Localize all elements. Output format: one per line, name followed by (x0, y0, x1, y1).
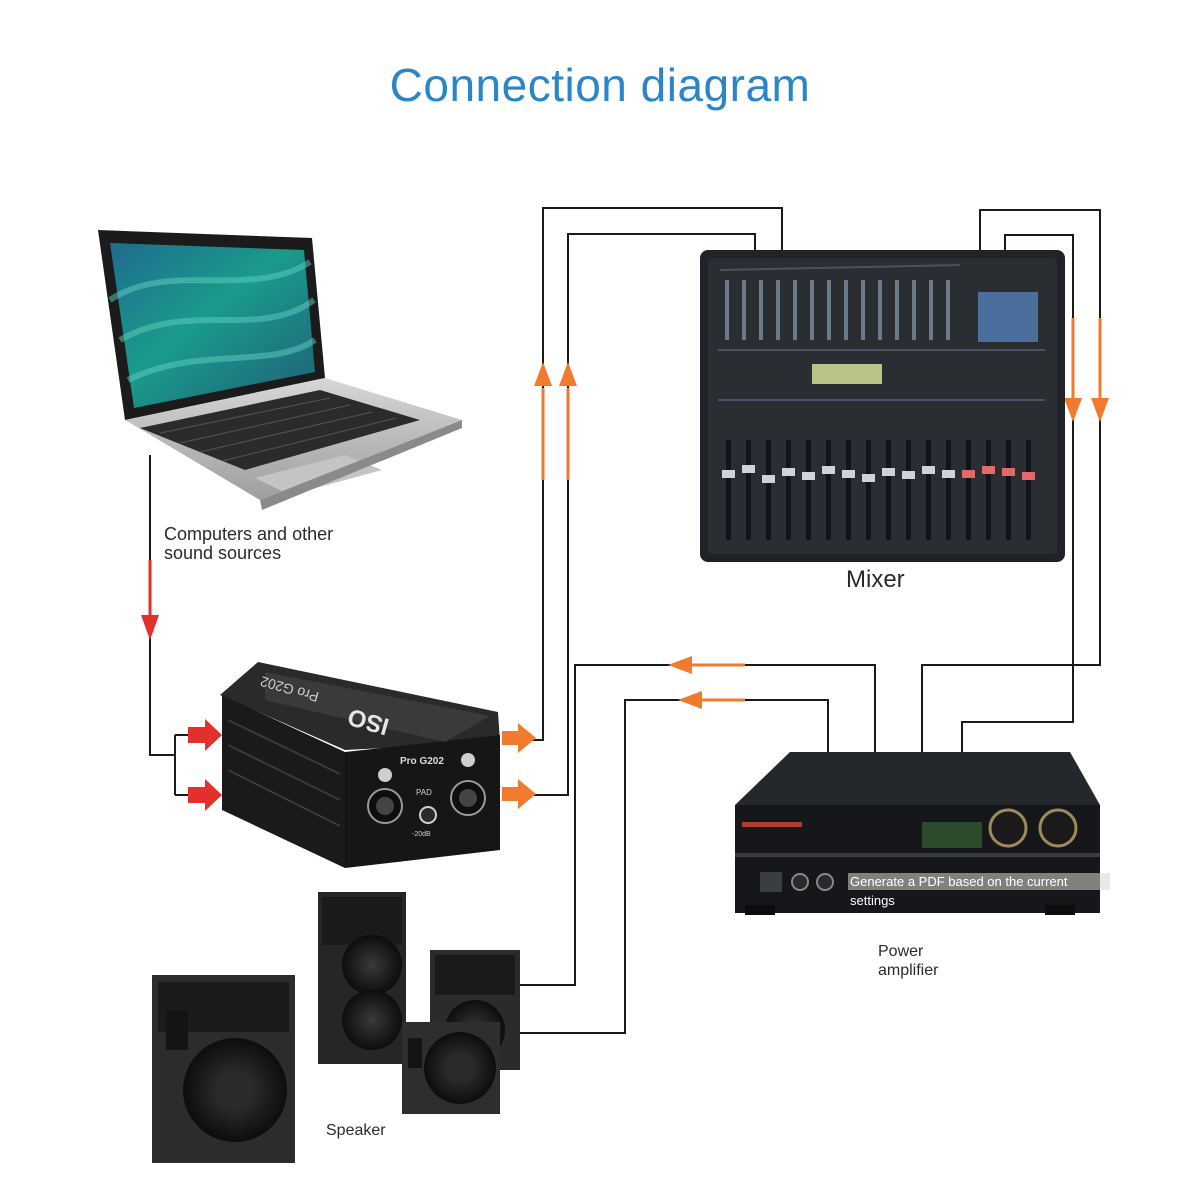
arrow-down-icon (1064, 398, 1082, 422)
amplifier-label: Power amplifier (878, 943, 939, 979)
overlay-highlight (848, 873, 1110, 890)
wire-iso-mixer-1 (520, 207, 783, 741)
speaker-label: Speaker (326, 1122, 386, 1139)
overlay-text: Generate a PDF based on the current sett… (848, 872, 1110, 910)
arrow-right-icon (502, 723, 536, 753)
wire-laptop-iso (149, 455, 175, 756)
arrow-up-icon (534, 362, 552, 386)
iso-device-image: ISO Pro G202 Pro G202 PAD -20dB (220, 662, 500, 868)
laptop-image (98, 230, 462, 510)
arrow-left-icon (678, 691, 702, 709)
signal-arrows (502, 318, 1109, 809)
arrow-up-icon (559, 362, 577, 386)
arrow-down-icon (141, 615, 159, 640)
wire-mixer-amp-2 (961, 234, 1074, 752)
iso-db-text: -20dB (412, 831, 431, 838)
wire-mixer-amp-1 (921, 209, 1101, 752)
iso-pad-text: PAD (416, 788, 432, 797)
wires (149, 207, 1101, 1034)
arrow-right-icon (502, 779, 536, 809)
arrow-down-icon (1091, 398, 1109, 422)
arrow-right-icon (188, 779, 222, 811)
amplifier-image (735, 752, 1100, 915)
speaker-image (152, 892, 520, 1163)
wire-iso-mixer-2 (520, 233, 756, 796)
arrow-right-icon (188, 719, 222, 751)
page-title: Connection diagram (389, 59, 811, 111)
arrow-left-icon (668, 656, 692, 674)
mixer-image (700, 250, 1065, 562)
wire-amp-speaker-1 (520, 664, 876, 986)
computer-label: Computers and other sound sources (164, 524, 334, 563)
mixer-label: Mixer (846, 566, 905, 593)
wire-amp-speaker-2 (500, 699, 829, 1034)
input-arrows (141, 560, 222, 811)
iso-model-front-text: Pro G202 (400, 756, 444, 767)
